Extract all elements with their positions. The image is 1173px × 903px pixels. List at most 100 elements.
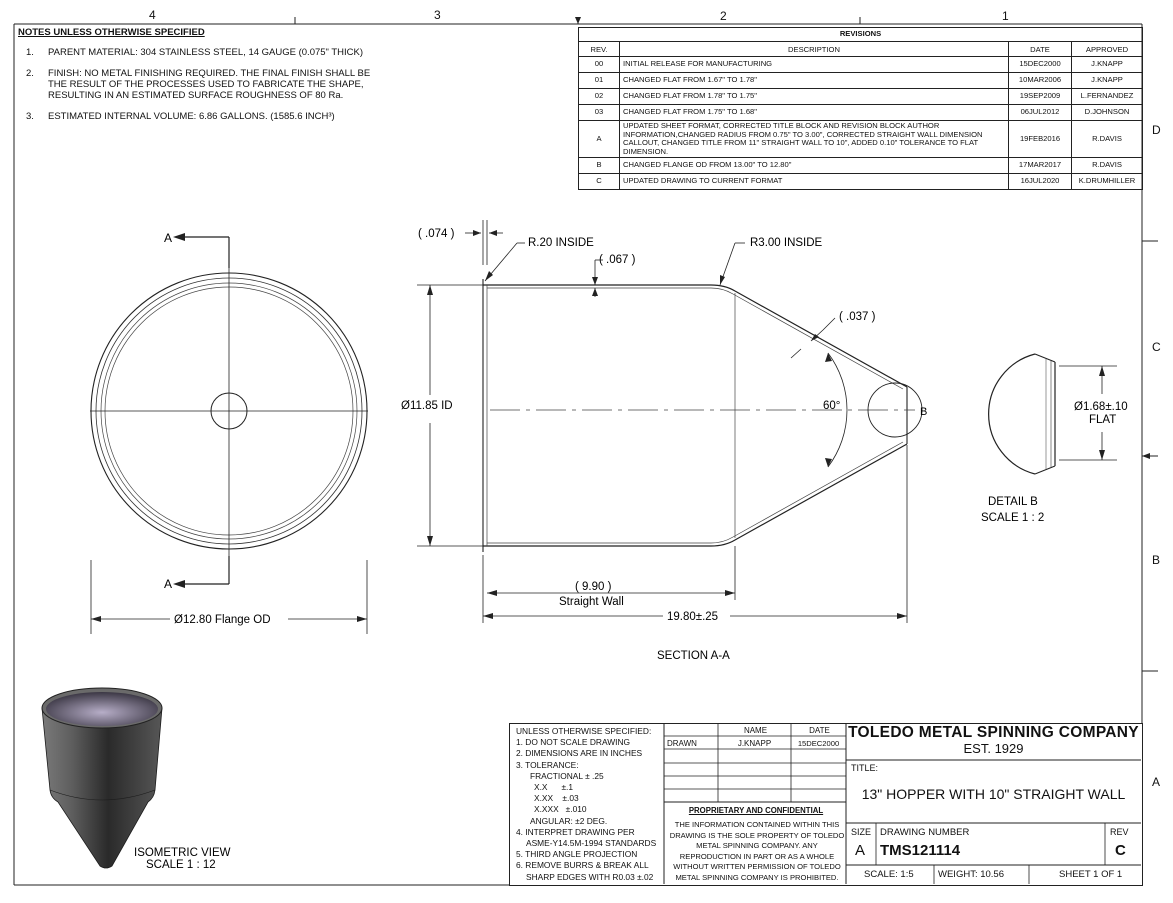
desc-cell: UPDATED DRAWING TO CURRENT FORMAT [619, 173, 1009, 190]
revision-row: B CHANGED FLANGE OD FROM 13.00" TO 12.80… [578, 157, 1143, 174]
thickness-dim-074: ( .074 ) [418, 228, 455, 240]
drawing-number: TMS121114 [880, 842, 961, 859]
zone-letter: D [1152, 123, 1161, 137]
date-cell: 16JUL2020 [1008, 173, 1072, 190]
approved-cell: K.DRUMHILLER [1071, 173, 1143, 190]
zone-number: 2 [720, 9, 727, 23]
revision-row: 03 CHANGED FLAT FROM 1.75" TO 1.68" 06JU… [578, 104, 1143, 121]
detail-scale: SCALE 1 : 2 [981, 512, 1044, 524]
detail-caption: DETAIL B [988, 496, 1038, 508]
general-notes: NOTES UNLESS OTHERWISE SPECIFIED 1. PARE… [18, 27, 538, 132]
size-label: SIZE [851, 827, 872, 837]
date-cell: 06JUL2012 [1008, 104, 1072, 121]
spec-line: SHARP EDGES WITH R0.03 ±.02 [526, 871, 654, 882]
spec-line: FRACTIONAL ± .25 [530, 770, 604, 781]
rev-cell: B [578, 157, 620, 174]
note-number: 3. [26, 111, 34, 122]
revisions-header-row: REV. DESCRIPTION DATE APPROVED [578, 41, 1143, 57]
drawn-date: 15DEC2000 [797, 739, 840, 748]
revision-row: C UPDATED DRAWING TO CURRENT FORMAT 16JU… [578, 173, 1143, 190]
spec-line: 3. TOLERANCE: [516, 759, 579, 770]
iso-scale: SCALE 1 : 12 [146, 859, 216, 871]
rev-cell: 03 [578, 104, 620, 121]
flange-od-dimension: Ø12.80 Flange OD [174, 614, 271, 626]
angle-dimension: 60° [823, 400, 840, 412]
approved-cell: D.JOHNSON [1071, 104, 1143, 121]
spec-line: 6. REMOVE BURRS & BREAK ALL [516, 860, 649, 871]
spec-line: 2. DIMENSIONS ARE IN INCHES [516, 748, 643, 759]
zone-number: 4 [149, 8, 156, 22]
drawing-title: 13" HOPPER WITH 10" STRAIGHT WALL [861, 786, 1126, 802]
spec-line: UNLESS OTHERWISE SPECIFIED: [516, 726, 652, 736]
revision-row: A UPDATED SHEET FORMAT, CORRECTED TITLE … [578, 120, 1143, 158]
approved-cell: R.DAVIS [1071, 157, 1143, 174]
desc-cell: CHANGED FLAT FROM 1.75" TO 1.68" [619, 104, 1009, 121]
tolerance-spec: UNLESS OTHERWISE SPECIFIED: 1. DO NOT SC… [516, 726, 666, 883]
flat-label: FLAT [1089, 414, 1116, 426]
thickness-dim-067: ( .067 ) [599, 254, 636, 266]
note-number: 1. [26, 47, 34, 58]
rev-cell: 01 [578, 72, 620, 89]
note-number: 2. [26, 68, 34, 79]
note-item: 3. ESTIMATED INTERNAL VOLUME: 6.86 GALLO… [18, 111, 538, 122]
desc-cell: CHANGED FLANGE OD FROM 13.00" TO 12.80" [619, 157, 1009, 174]
isometric-view: ISOMETRIC VIEW SCALE 1 : 12 [41, 687, 231, 871]
section-mark-bottom: A [164, 577, 172, 591]
approved-cell: J.KNAPP [1071, 72, 1143, 89]
drawn-name: J.KNAPP [737, 739, 772, 748]
date-header: DATE [809, 726, 830, 735]
notes-header: NOTES UNLESS OTHERWISE SPECIFIED [18, 27, 205, 38]
overall-length-dimension: 19.80±.25 [667, 611, 718, 623]
rev-cell: C [578, 173, 620, 190]
spec-line: ASME-Y14.5M-1994 STANDARDS [526, 838, 657, 849]
spec-line: X.X ±.1 [534, 782, 574, 793]
spec-line: 1. DO NOT SCALE DRAWING [516, 737, 631, 748]
desc-cell: CHANGED FLAT FROM 1.67" TO 1.78" [619, 72, 1009, 89]
proprietary-title: PROPRIETARY AND CONFIDENTIAL [688, 806, 824, 815]
rev-cell: 00 [578, 56, 620, 73]
note-item: 1. PARENT MATERIAL: 304 STAINLESS STEEL,… [18, 47, 538, 58]
rev-cell: 02 [578, 88, 620, 105]
thickness-dim-037: ( .037 ) [839, 311, 876, 323]
approved-cell: J.KNAPP [1071, 56, 1143, 73]
zone-letter: A [1152, 775, 1161, 789]
note-text: FINISH: NO METAL FINISHING REQUIRED. THE… [48, 68, 371, 101]
company-name: TOLEDO METAL SPINNING COMPANY [848, 724, 1139, 741]
rev-cell: A [578, 120, 620, 158]
drawn-label: DRAWN [667, 739, 697, 748]
revision-row: 00 INITIAL RELEASE FOR MANUFACTURING 15D… [578, 56, 1143, 73]
revision-row: 02 CHANGED FLAT FROM 1.78" TO 1.75" 19SE… [578, 88, 1143, 105]
drawn-grid [663, 723, 1141, 884]
date-cell: 15DEC2000 [1008, 56, 1072, 73]
desc-cell: CHANGED FLAT FROM 1.78" TO 1.75" [619, 88, 1009, 105]
section-mark-top: A [164, 231, 172, 245]
note-item: 2. FINISH: NO METAL FINISHING REQUIRED. … [18, 68, 538, 101]
detail-mark: B [920, 406, 927, 418]
spec-line: X.XXX ±.010 [534, 804, 587, 815]
desc-cell: UPDATED SHEET FORMAT, CORRECTED TITLE BL… [619, 120, 1009, 158]
spec-line: 4. INTERPRET DRAWING PER [516, 826, 635, 837]
section-caption: SECTION A-A [657, 650, 730, 662]
id-dimension: Ø11.85 ID [401, 400, 453, 412]
zone-letter: C [1152, 340, 1161, 354]
rev-label: REV [1110, 827, 1129, 837]
note-text: ESTIMATED INTERNAL VOLUME: 6.86 GALLONS.… [48, 111, 335, 122]
title-label: TITLE: [851, 763, 879, 773]
approved-cell: R.DAVIS [1071, 120, 1143, 158]
proprietary-text: THE INFORMATION CONTAINED WITHIN THIS DR… [669, 820, 845, 882]
name-header: NAME [743, 726, 768, 735]
radius-large-label: R3.00 INSIDE [750, 237, 823, 249]
section-view: B Ø11.85 ID ( .074 ) R.20 INSIDE ( .067 … [401, 220, 927, 662]
zone-number: 3 [434, 8, 441, 22]
spec-line: 5. THIRD ANGLE PROJECTION [516, 849, 638, 860]
date-cell: 19FEB2016 [1008, 120, 1072, 158]
sheet-label: SHEET 1 OF 1 [1059, 869, 1123, 880]
iso-caption: ISOMETRIC VIEW [134, 847, 231, 859]
spec-line: ANGULAR: ±2 DEG. [530, 815, 608, 826]
straight-wall-label: Straight Wall [559, 596, 624, 608]
col-header: APPROVED [1071, 41, 1143, 57]
rev-value: C [1115, 842, 1126, 859]
zone-number: 1 [1002, 9, 1009, 23]
drawing-number-label: DRAWING NUMBER [880, 827, 970, 838]
date-cell: 10MAR2006 [1008, 72, 1072, 89]
